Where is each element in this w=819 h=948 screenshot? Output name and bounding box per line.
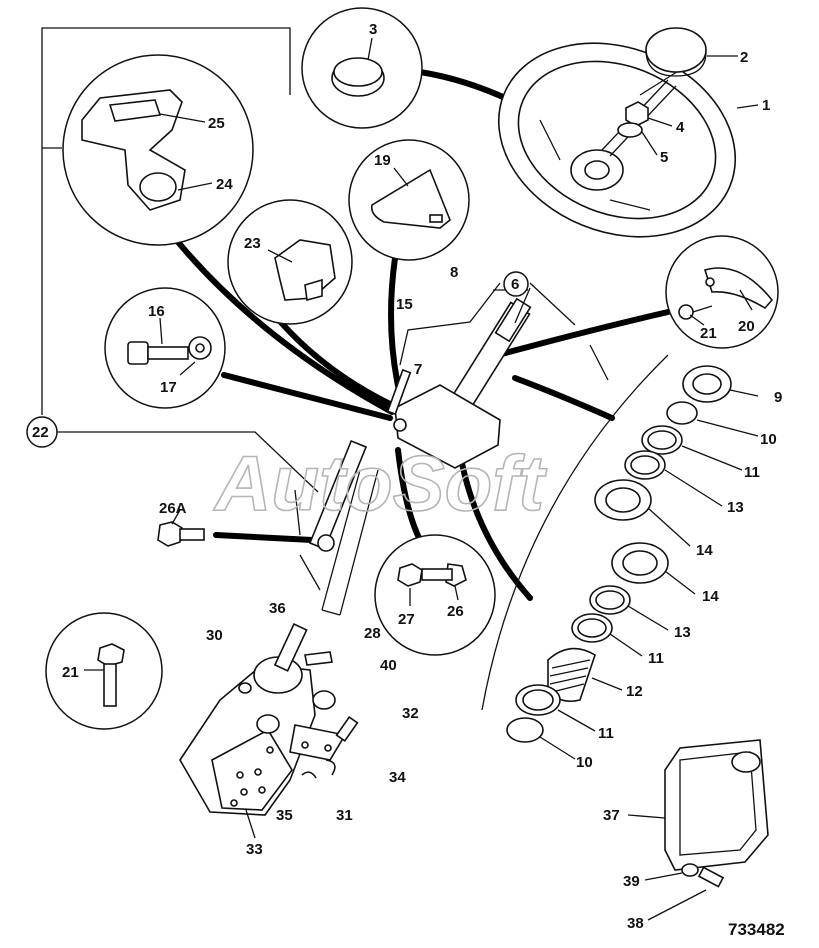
bolt-26a [157,509,205,547]
watermark: AutoSoft [213,439,547,527]
detail-cap-3 [301,7,423,129]
callout-37: 37 [603,807,620,824]
callout-11b: 11 [648,650,664,667]
callout-36: 36 [269,600,286,617]
detail-bracket-24-25 [62,54,254,246]
callout-24: 24 [216,176,233,193]
steering-unit [179,623,359,839]
callout-10b: 10 [576,754,593,771]
callout-16: 16 [148,303,165,320]
callout-2: 2 [740,49,748,66]
callout-6-ring [503,271,529,297]
detail-block-19 [348,139,470,261]
callout-10a: 10 [760,431,777,448]
detail-lever-20-21 [665,235,779,349]
callout-15: 15 [396,296,413,313]
callout-34: 34 [389,769,406,786]
callout-22: 22 [32,424,49,441]
callout-30: 30 [206,627,223,644]
callout-31: 31 [336,807,353,824]
callout-5: 5 [660,149,668,166]
callout-13a: 13 [727,499,744,516]
steering-column [308,287,532,616]
callout-22-ring [26,416,58,448]
callout-11c: 11 [598,725,614,742]
callout-1: 1 [762,97,770,114]
callout-26: 26 [447,603,464,620]
callout-7: 7 [414,361,422,378]
bearing-group-arc [481,354,669,711]
callout-33: 33 [246,841,263,858]
callout-3: 3 [369,21,377,38]
steering-wheel [497,27,737,238]
detail-bolt-21 [45,612,163,730]
callout-28: 28 [364,625,381,642]
callout-40: 40 [380,657,397,674]
callout-13b: 13 [674,624,691,641]
detail-bolt-26-27 [374,534,496,656]
bearing-stack [506,365,759,760]
callout-35: 35 [276,807,293,824]
callout-14b: 14 [702,588,719,605]
callout-6-ring-label: 6 [511,276,519,293]
callout-9: 9 [774,389,782,406]
callout-27: 27 [398,611,415,628]
nut-and-washer [617,101,649,138]
callout-14a: 14 [696,542,713,559]
detail-connector-lines [175,69,671,601]
cover-37 [627,739,769,921]
callout-32: 32 [402,705,419,722]
callout-26a: 26A [159,500,187,517]
callout-25: 25 [208,115,225,132]
callout-23: 23 [244,235,261,252]
callout-4: 4 [676,119,685,136]
callout-17: 17 [160,379,177,396]
callout-39: 39 [623,873,640,890]
callout-8: 8 [450,264,458,281]
callout-21a: 21 [700,325,717,342]
bracket-lines [41,27,609,591]
callout-11a: 11 [744,464,760,481]
detail-bolt-16-17 [104,287,226,409]
callout-20: 20 [738,318,755,335]
reference-number: 733482 [728,920,785,939]
callout-19: 19 [374,152,391,169]
callout-12: 12 [626,683,643,700]
detail-block-23 [227,199,353,325]
callout-21b: 21 [62,664,79,681]
callout-38: 38 [627,915,644,932]
